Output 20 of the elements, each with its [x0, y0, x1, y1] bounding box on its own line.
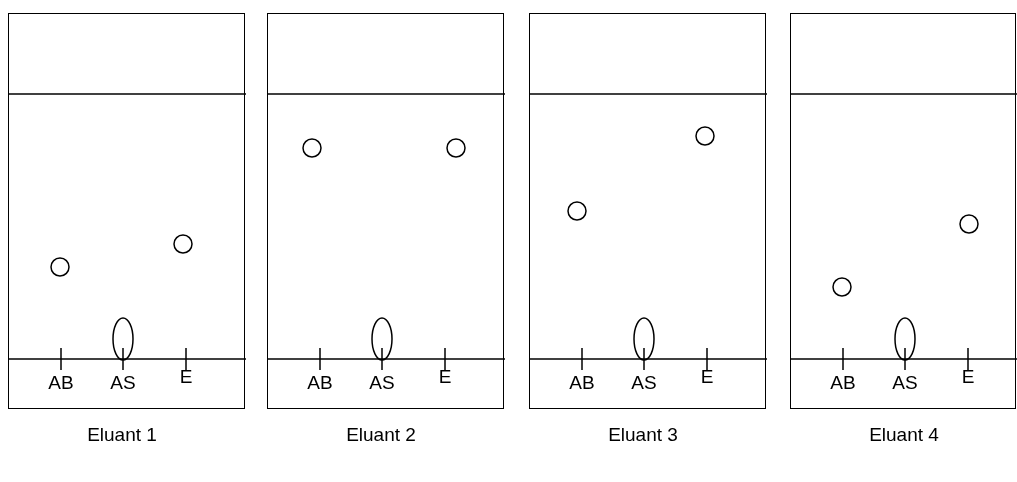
lane-label: E	[179, 366, 193, 388]
lane-label: E	[700, 366, 714, 388]
lane-label: AS	[110, 372, 136, 394]
plate-caption: Eluant 1	[87, 424, 157, 446]
tlc-plate	[267, 13, 504, 409]
plate-caption: Eluant 3	[608, 424, 678, 446]
plate-caption: Eluant 2	[346, 424, 416, 446]
plate-caption: Eluant 4	[869, 424, 939, 446]
lane-label: AS	[892, 372, 918, 394]
lane-label: AB	[569, 372, 595, 394]
tlc-plate	[790, 13, 1016, 409]
tlc-plate	[529, 13, 766, 409]
tlc-plate	[8, 13, 245, 409]
lane-label: AS	[369, 372, 395, 394]
lane-label: AB	[48, 372, 74, 394]
lane-label: AS	[631, 372, 657, 394]
lane-label: AB	[307, 372, 333, 394]
lane-label: E	[961, 366, 975, 388]
lane-label: E	[438, 366, 452, 388]
lane-label: AB	[830, 372, 856, 394]
